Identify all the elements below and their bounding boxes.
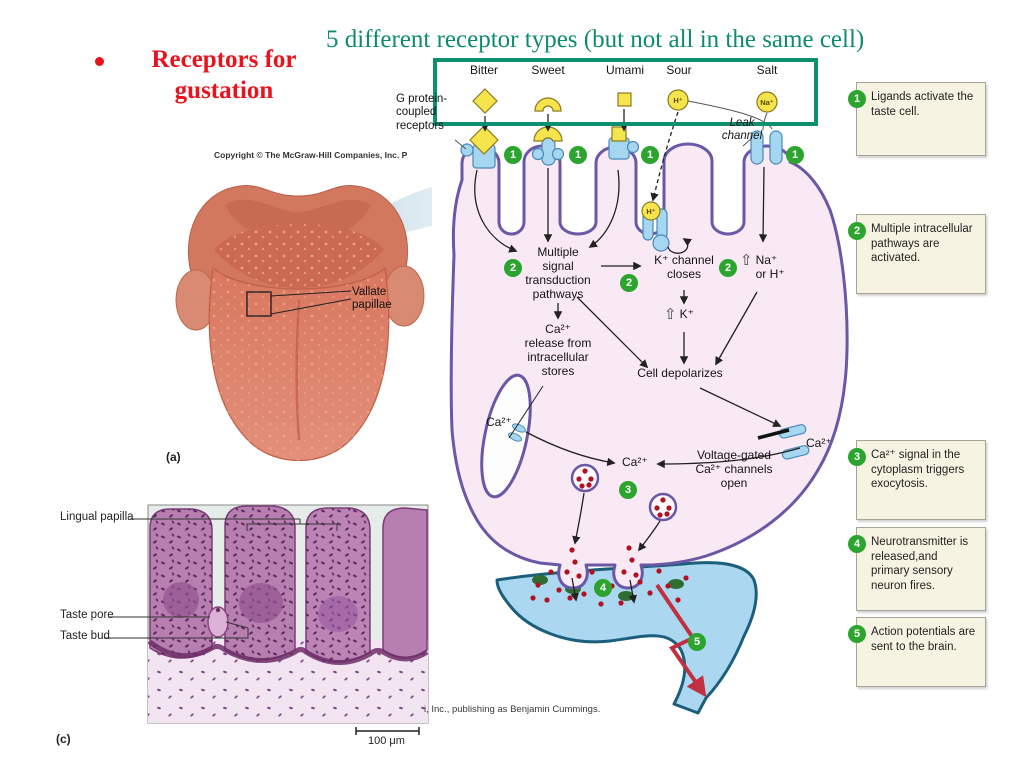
receptor-label-umami: Umami [606, 63, 644, 77]
badge-step1: 1 [786, 146, 804, 164]
taste-bud-structure [207, 606, 229, 638]
taste-pore-label: Taste pore [60, 609, 114, 621]
vallate-papillae-label: Vallate papillae [352, 286, 392, 312]
badge-step1: 1 [641, 146, 659, 164]
badge-step1: 1 [569, 146, 587, 164]
voltage-gated-ca-channel [757, 424, 810, 460]
taste-cell [449, 142, 849, 590]
salt-ion-label: Na⁺ [760, 98, 774, 107]
cell-depolarizes-label: Cell depolarizes [637, 366, 723, 380]
action-potential-arrow [655, 583, 707, 698]
badge-step2: 2 [848, 222, 866, 240]
badge-step3: 3 [619, 481, 637, 499]
membrane-receptors [460, 125, 810, 460]
badge-step4: 4 [594, 579, 612, 597]
copyright-benjamin-cummings: i, Inc., publishing as Benjamin Cummings… [424, 704, 601, 715]
receptor-label-bitter: Bitter [469, 63, 498, 77]
leak-channel-label: Leak channel [721, 117, 763, 143]
sour-ion-label: H⁺ [673, 96, 682, 105]
multiple-signal-label: Multiple signal transduction pathways [525, 245, 591, 301]
bullet-text: Receptors for gustation [151, 46, 297, 105]
ca-release-label: Ca²⁺ release from intracellular stores [524, 322, 592, 378]
slide-title: 5 different receptor types (but not all … [326, 26, 865, 53]
receptor-label-salt: Salt [756, 63, 778, 77]
k-channel-closes-label: K⁺ channel closes [654, 253, 714, 281]
bitter-ligand-icon [472, 88, 498, 114]
step-panel-3: 3 Ca²⁺ signal in the cytoplasm triggers … [848, 440, 986, 520]
step-panel-2: 2 Multiple intracellular pathways are ac… [848, 214, 986, 294]
k-up-label: ⇧ K⁺ [664, 306, 694, 323]
vesicles [570, 463, 678, 522]
lingual-papilla-label: Lingual papilla [60, 511, 134, 523]
badge-step5: 5 [688, 633, 706, 651]
receptor-types-highlight-box [433, 58, 818, 126]
badge-step4: 4 [848, 535, 866, 553]
scale-bar-label: 100 μm [368, 735, 405, 747]
sweet-receptor [531, 126, 565, 166]
up-arrow-icon: ⇧ [664, 306, 677, 323]
na-or-h-label: ⇧ Na⁺ or H⁺ [740, 252, 785, 281]
badge-step2: 2 [719, 259, 737, 277]
badge-step2: 2 [620, 274, 638, 292]
umami-ligand-icon [617, 92, 632, 107]
tongue-illustration [175, 185, 425, 461]
bullet-icon [95, 57, 104, 66]
vallate-papillae-box [246, 291, 272, 317]
copyright-mcgrawhill: Copyright © The McGraw-Hill Companies, I… [214, 150, 408, 160]
voltage-gated-label: Voltage-gated Ca²⁺ channels open [695, 448, 773, 490]
scale-bar [355, 727, 420, 735]
step-panel-5: 5 Action potentials are sent to the brai… [848, 617, 986, 687]
sweet-ligand-icon [534, 97, 562, 112]
ca-center-label: Ca²⁺ [622, 455, 648, 469]
umami-receptor [608, 126, 640, 160]
figure-letter-a: (a) [166, 450, 181, 464]
badge-step3: 3 [848, 448, 866, 466]
badge-step1: 1 [848, 90, 866, 108]
taste-bud-label: Taste bud [60, 630, 110, 642]
badge-step2: 2 [504, 259, 522, 277]
ca-outside-label: Ca²⁺ [806, 436, 832, 450]
step-panel-4: 4 Neurotransmitter is released,and prima… [848, 527, 986, 611]
sour-channel [641, 201, 670, 252]
histology-micrograph [104, 504, 429, 735]
badge-step1: 1 [504, 146, 522, 164]
ligand-icons [472, 88, 778, 114]
internal-h-ion-label: H⁺ [646, 207, 655, 216]
salt-ligand-icon [756, 91, 778, 113]
g-protein-label: G protein- coupled receptors [396, 93, 448, 132]
sour-ligand-icon [667, 89, 689, 111]
neurotransmitter-dots [530, 545, 689, 607]
er-store [480, 373, 532, 499]
er-ca-channel [512, 423, 526, 433]
figure-letter-c: (c) [56, 732, 71, 746]
receptor-label-sweet: Sweet [531, 63, 565, 77]
badge-step5: 5 [848, 625, 866, 643]
leak-channel [750, 130, 783, 165]
step-panel-1: 1 Ligands activate the taste cell. [848, 82, 986, 156]
up-arrow-icon: ⇧ [740, 252, 753, 269]
receptor-label-sour: Sour [666, 63, 692, 77]
ca-er-label: Ca²⁺ [486, 415, 512, 429]
